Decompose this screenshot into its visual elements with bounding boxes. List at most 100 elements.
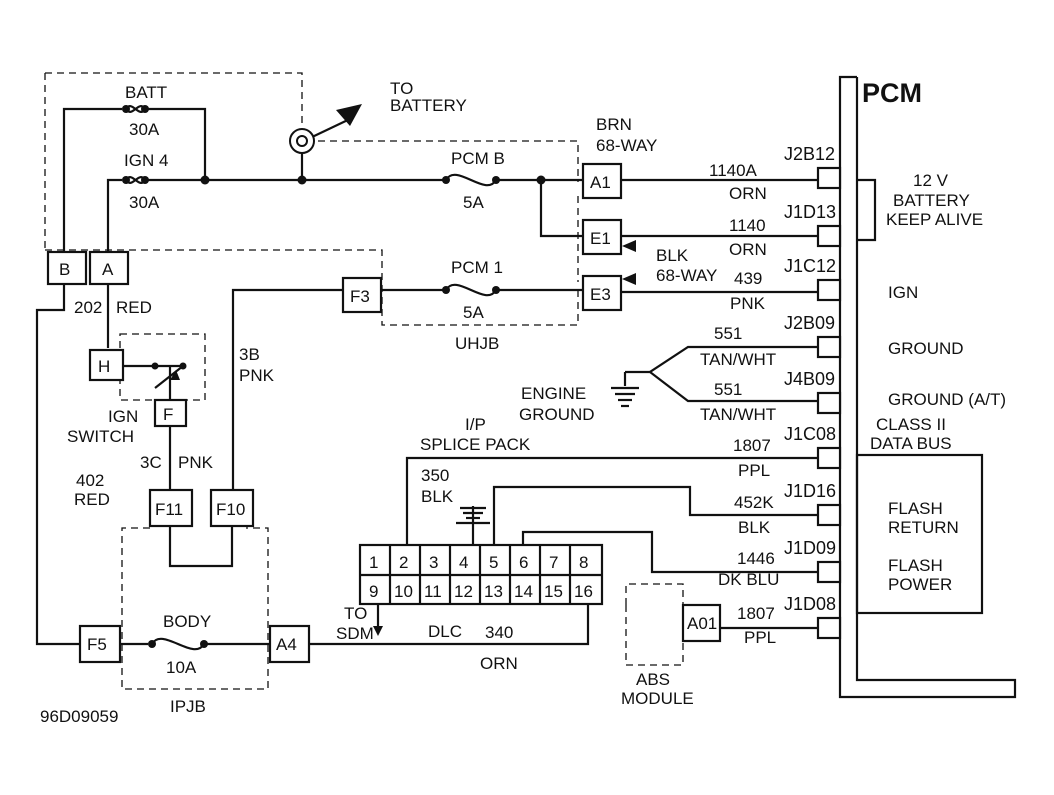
connector-f11: F11 xyxy=(148,488,194,528)
dlc-pin: 2 xyxy=(399,553,408,572)
fuse-batt-label: BATT xyxy=(125,83,167,102)
fuse-batt-icon xyxy=(122,105,149,113)
pcm-function-label: GROUND (A/T) xyxy=(888,390,1006,409)
svg-text:A: A xyxy=(102,260,114,279)
fuse-pcmb-label: PCM B xyxy=(451,149,505,168)
battery-stud-icon xyxy=(289,128,315,154)
wire-402-label: 402 xyxy=(76,471,104,490)
connector-a4: A4 xyxy=(268,624,311,664)
pcm-function-label: FLASH xyxy=(888,556,943,575)
to-sdm-label: SDM xyxy=(336,624,374,643)
dlc-pin: 12 xyxy=(454,582,473,601)
to-battery-arrow-icon xyxy=(336,104,362,126)
pcm-function-label: CLASS II xyxy=(876,415,946,434)
pcm-function-label: 12 V xyxy=(913,171,949,190)
ign-switch-label: SWITCH xyxy=(67,427,134,446)
pcm-pin-label: J2B09 xyxy=(784,313,835,333)
to-battery-label: BATTERY xyxy=(390,96,467,115)
wire-color-label: ORN xyxy=(729,184,767,203)
wire-color-label: PNK xyxy=(730,294,766,313)
fuse-batt-rating: 30A xyxy=(129,120,160,139)
wire-color-label: PPL xyxy=(738,461,770,480)
engine-ground-icon xyxy=(611,386,639,408)
wire-circuit-label: 439 xyxy=(734,269,762,288)
wire-350-label: 350 xyxy=(421,466,449,485)
fuse-ign4-label: IGN 4 xyxy=(124,151,168,170)
wire-color-label: PPL xyxy=(744,628,776,647)
connector-type-label: 68-WAY xyxy=(596,136,657,155)
wire-circuit-label: 1446 xyxy=(737,549,775,568)
dlc-pin: 1 xyxy=(369,553,378,572)
connector-f: F xyxy=(153,398,188,428)
connector-color-label: BLK xyxy=(656,246,689,265)
pcm-function-label: POWER xyxy=(888,575,952,594)
connector-a01: A01 xyxy=(681,603,722,643)
e3-arrow-icon xyxy=(622,273,636,285)
underhood-junction-block-outline xyxy=(44,72,579,326)
dlc-pin: 8 xyxy=(579,553,588,572)
abs-module-label: ABS xyxy=(636,670,670,689)
pcm-function-label: FLASH xyxy=(888,499,943,518)
pcm-function-label: RETURN xyxy=(888,518,959,537)
dlc-label: DLC xyxy=(428,622,462,641)
connector-h: H xyxy=(88,348,125,382)
wire-color-label: TAN/WHT xyxy=(700,405,776,424)
dlc-pin: 15 xyxy=(544,582,563,601)
wire-circuit-label: 1140A xyxy=(709,161,758,180)
fuse-pcm1-rating: 5A xyxy=(463,303,484,322)
wire-3c-label: 3C xyxy=(140,453,162,472)
svg-text:E1: E1 xyxy=(590,229,611,248)
pcm-pin-terminals xyxy=(816,166,842,640)
svg-text:H: H xyxy=(98,357,110,376)
dlc-pin: 7 xyxy=(549,553,558,572)
dlc-pin: 11 xyxy=(424,582,442,601)
pcm-pin-label: J1C12 xyxy=(784,256,836,276)
wire-circuit-label: 1140 xyxy=(729,216,766,235)
wire-3c-color: PNK xyxy=(178,453,214,472)
connector-e1: E1 xyxy=(581,218,623,256)
to-battery-label: TO xyxy=(390,79,413,98)
dlc-pin: 14 xyxy=(514,582,533,601)
svg-text:A01: A01 xyxy=(687,614,717,633)
pcm-title: PCM xyxy=(862,78,922,108)
e1-arrow-icon xyxy=(622,240,636,252)
connector-a: A xyxy=(88,250,130,286)
connector-f5: F5 xyxy=(78,624,122,664)
dlc-connector xyxy=(358,543,604,606)
pcm-function-label: DATA BUS xyxy=(870,434,952,453)
wire-color-label: BLK xyxy=(738,518,771,537)
wire-circuit-label: 1807 xyxy=(737,604,775,623)
splice-dots xyxy=(200,175,546,185)
fuse-body-rating: 10A xyxy=(166,658,197,677)
pcm-function-label: IGN xyxy=(888,283,918,302)
wire-color-label: DK BLU xyxy=(718,570,779,589)
dlc-pin: 3 xyxy=(429,553,438,572)
pcm-pin-label: J2B12 xyxy=(784,144,835,164)
wire-202-color: RED xyxy=(116,298,152,317)
ignition-switch-contact-icon xyxy=(151,362,187,389)
fuse-pcm1-icon xyxy=(442,283,500,297)
dlc-pin: 9 xyxy=(369,582,378,601)
dlc-pin: 10 xyxy=(394,582,413,601)
wire-3b-label: 3B xyxy=(239,345,260,364)
wire-color-label: ORN xyxy=(729,240,767,259)
svg-text:F10: F10 xyxy=(216,500,245,519)
to-sdm-label: TO xyxy=(344,604,367,623)
wire-color-label: TAN/WHT xyxy=(700,350,776,369)
engine-ground-label: GROUND xyxy=(519,405,595,424)
dlc-pin: 5 xyxy=(489,553,498,572)
wire-network xyxy=(35,107,818,646)
engine-ground-label: ENGINE xyxy=(521,384,586,403)
pcm-function-label: KEEP ALIVE xyxy=(886,210,983,229)
ipjb-label: IPJB xyxy=(170,697,206,716)
wire-340-label: 340 xyxy=(485,623,513,642)
fuse-pcmb-rating: 5A xyxy=(463,193,484,212)
svg-text:E3: E3 xyxy=(590,285,611,304)
wire-350-color: BLK xyxy=(421,487,454,506)
connector-e3: E3 xyxy=(581,274,623,312)
fuse-ign4-rating: 30A xyxy=(129,193,160,212)
abs-module-outline xyxy=(625,583,684,666)
dlc-ground-icon xyxy=(456,506,490,525)
svg-text:F11: F11 xyxy=(155,500,183,519)
abs-module-label: MODULE xyxy=(621,689,694,708)
